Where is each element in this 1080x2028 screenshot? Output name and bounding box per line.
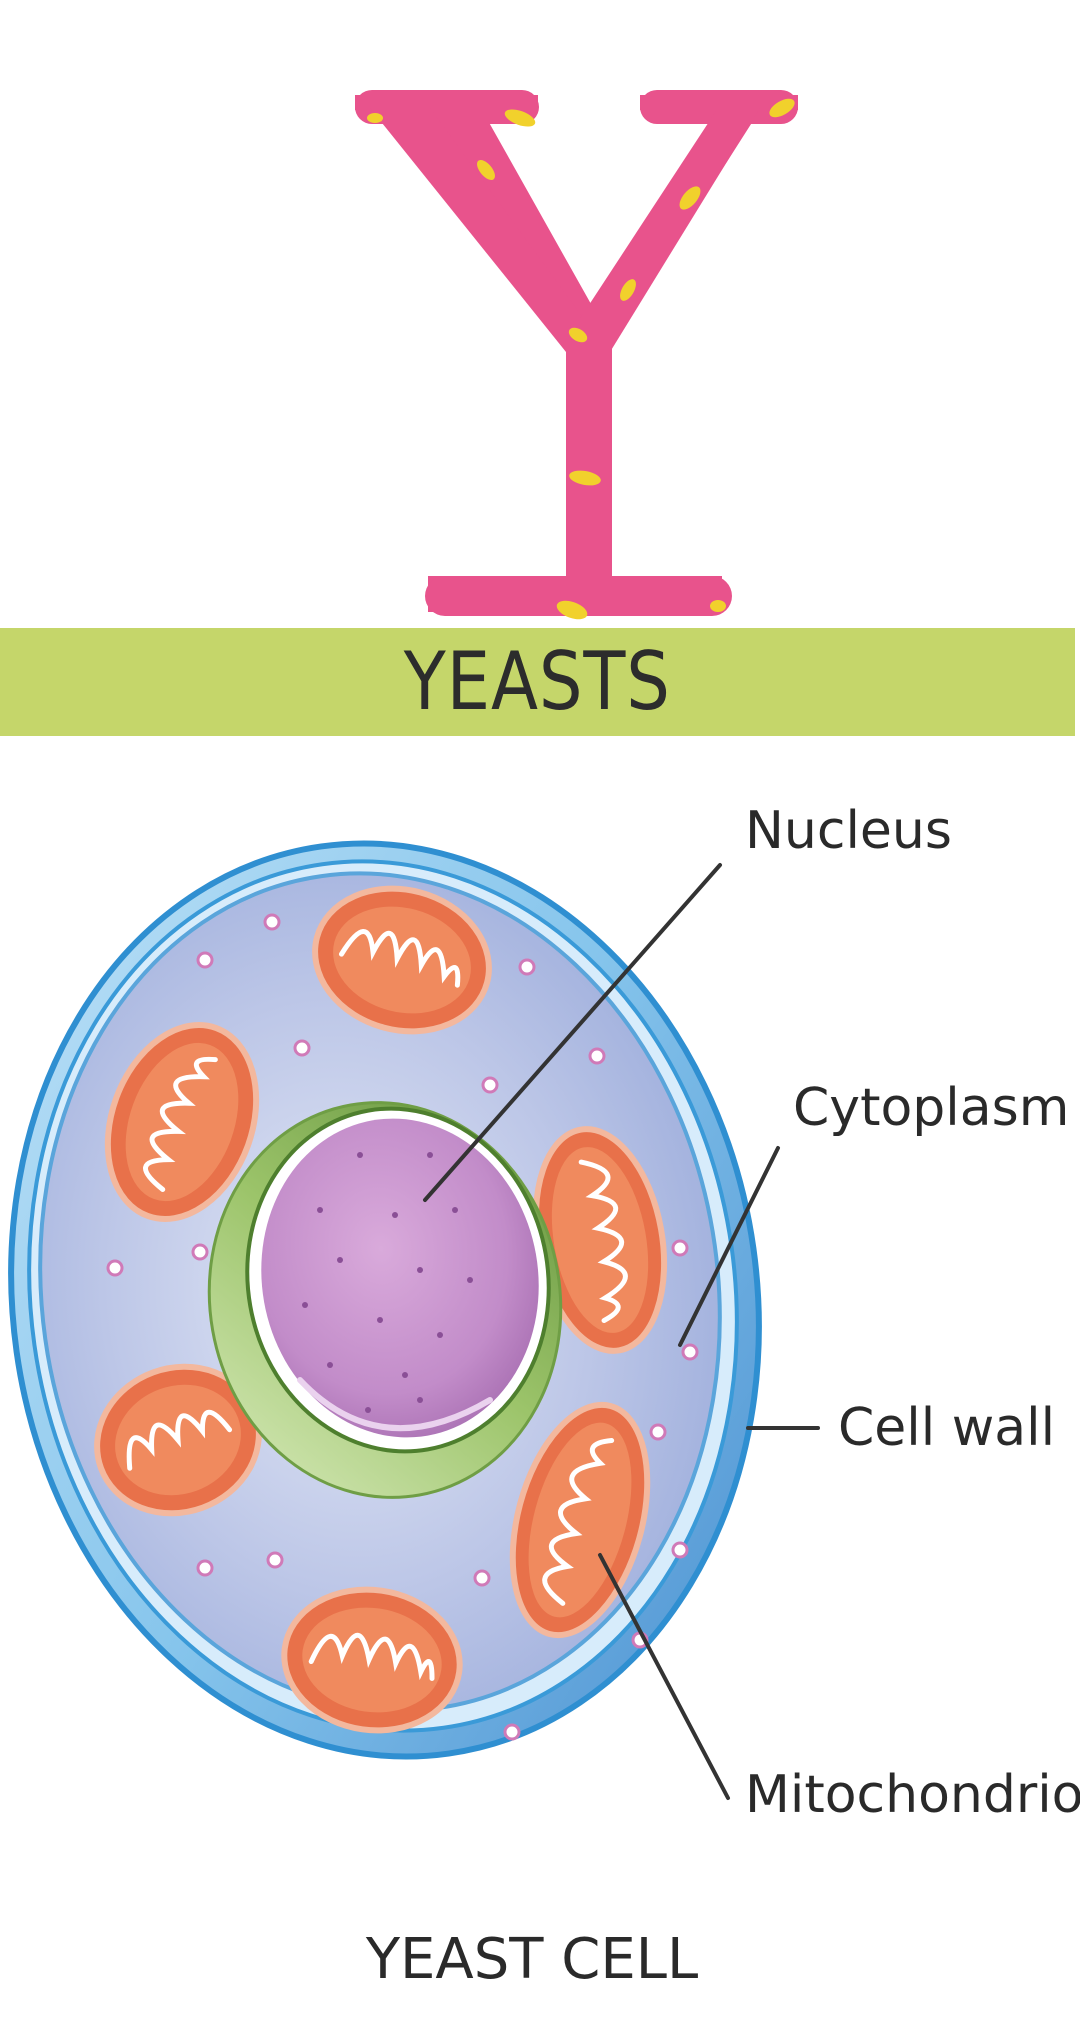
mitochondrion-2 xyxy=(104,1022,260,1222)
nucleus-leader xyxy=(423,863,722,1202)
yeasts-banner: YEASTS xyxy=(0,628,1075,736)
cytoplasm-leader xyxy=(678,1146,780,1347)
letter-y-speckles xyxy=(367,98,795,620)
label-mitochondrion: Mitochondrion xyxy=(745,1765,1080,1825)
diagram-caption: YEAST CELL xyxy=(365,1927,698,1992)
label-nucleus: Nucleus xyxy=(745,801,952,861)
label-cell-wall: Cell wall xyxy=(838,1398,1055,1458)
yeast-cell-diagram: Nucleus Cytoplasm Cell wall Mitochondrio… xyxy=(8,801,1080,1992)
mitochondrion-6 xyxy=(281,1586,463,1734)
mitochondrion-leader xyxy=(598,1553,730,1800)
banner-title: YEASTS xyxy=(403,635,672,728)
nucleus-dots xyxy=(302,1152,473,1413)
nucleus xyxy=(207,1101,563,1499)
leader-lines xyxy=(423,863,820,1800)
mitochondria xyxy=(94,885,668,1734)
letter-y-glyph xyxy=(355,90,798,616)
mitochondrion-1 xyxy=(312,885,492,1035)
mitochondrion-4 xyxy=(94,1363,262,1517)
letter-y-illustration xyxy=(355,90,798,620)
label-cytoplasm: Cytoplasm xyxy=(793,1078,1069,1138)
vesicles xyxy=(106,913,699,1741)
labels: Nucleus Cytoplasm Cell wall Mitochondrio… xyxy=(365,801,1080,1992)
